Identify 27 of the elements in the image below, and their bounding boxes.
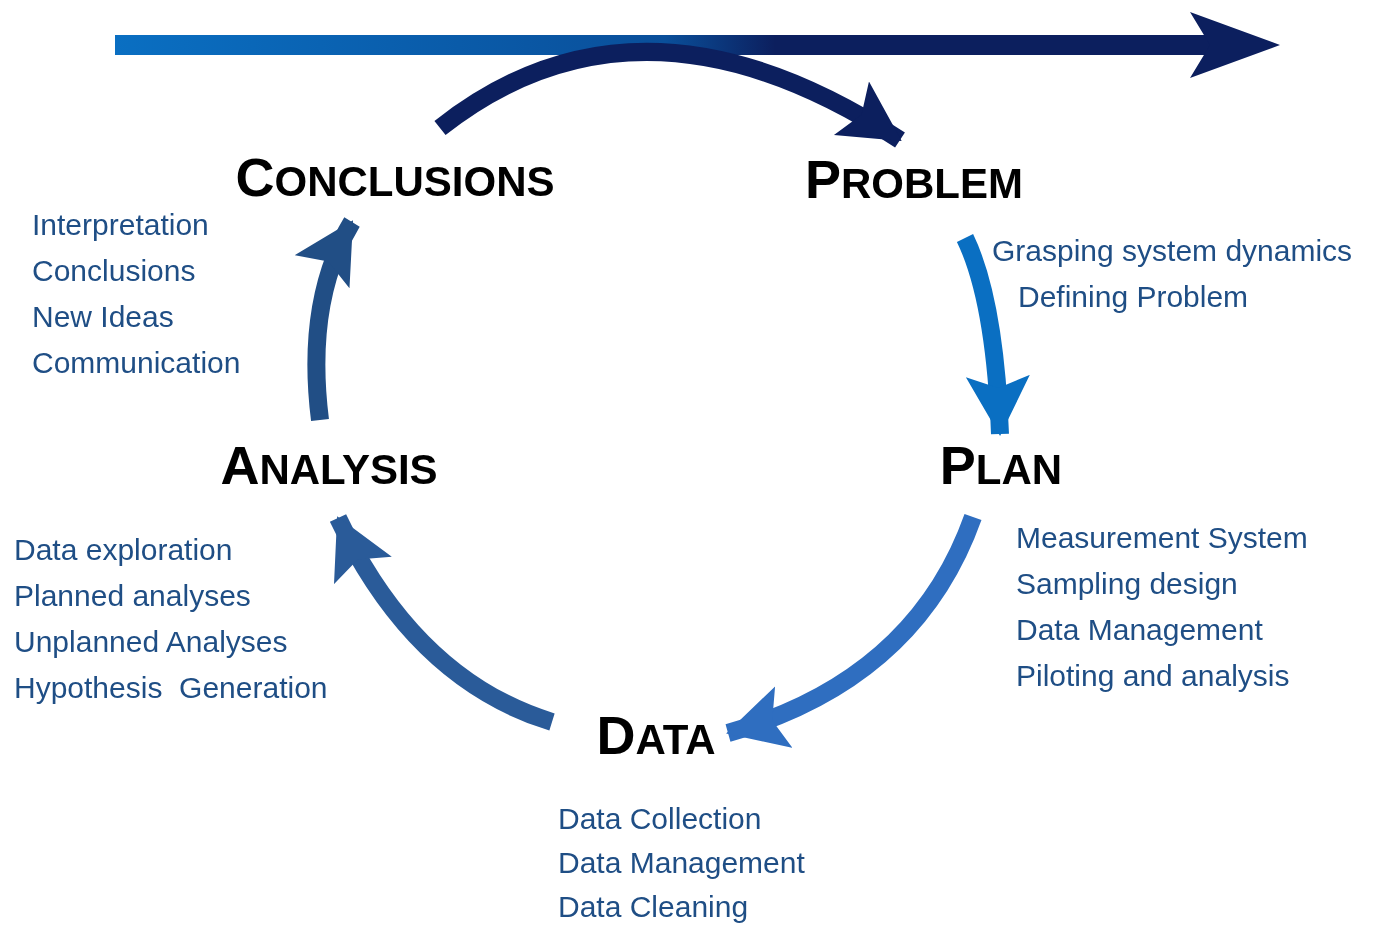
activity-text: Data Cleaning xyxy=(558,889,749,925)
activity-text: Grasping system dynamics xyxy=(992,233,1353,269)
cycle-arrow xyxy=(295,217,360,421)
cycle-arrow xyxy=(725,513,982,746)
activity-text: Defining Problem xyxy=(1018,279,1249,315)
stage-heading: DATA xyxy=(596,706,716,766)
cycle-arrow xyxy=(434,43,905,148)
activity-text: Hypothesis Generation xyxy=(14,670,328,706)
stage-heading: PLAN xyxy=(939,436,1063,496)
cycle-arrow xyxy=(329,513,555,731)
activity-text: Conclusions xyxy=(32,253,196,289)
activity-text: Data Management xyxy=(1016,612,1263,648)
activity-text: Communication xyxy=(32,345,241,381)
activity-text: Unplanned Analyses xyxy=(14,624,288,660)
activity-text: Interpretation xyxy=(32,207,209,243)
activity-text: Data Collection xyxy=(558,801,762,837)
stage-heading: ANALYSIS xyxy=(220,436,438,496)
activity-text: Sampling design xyxy=(1016,566,1238,602)
activity-text: Measurement System xyxy=(1016,520,1308,556)
activity-text: Planned analyses xyxy=(14,578,251,614)
activity-text: Piloting and analysis xyxy=(1016,658,1290,694)
activity-text: Data Management xyxy=(558,845,805,881)
activity-text: Data exploration xyxy=(14,532,233,568)
stage-heading: CONCLUSIONS xyxy=(235,148,555,208)
cycle-arrow xyxy=(956,234,1030,436)
activity-text: New Ideas xyxy=(32,299,174,335)
stage-heading: PROBLEM xyxy=(805,150,1023,210)
